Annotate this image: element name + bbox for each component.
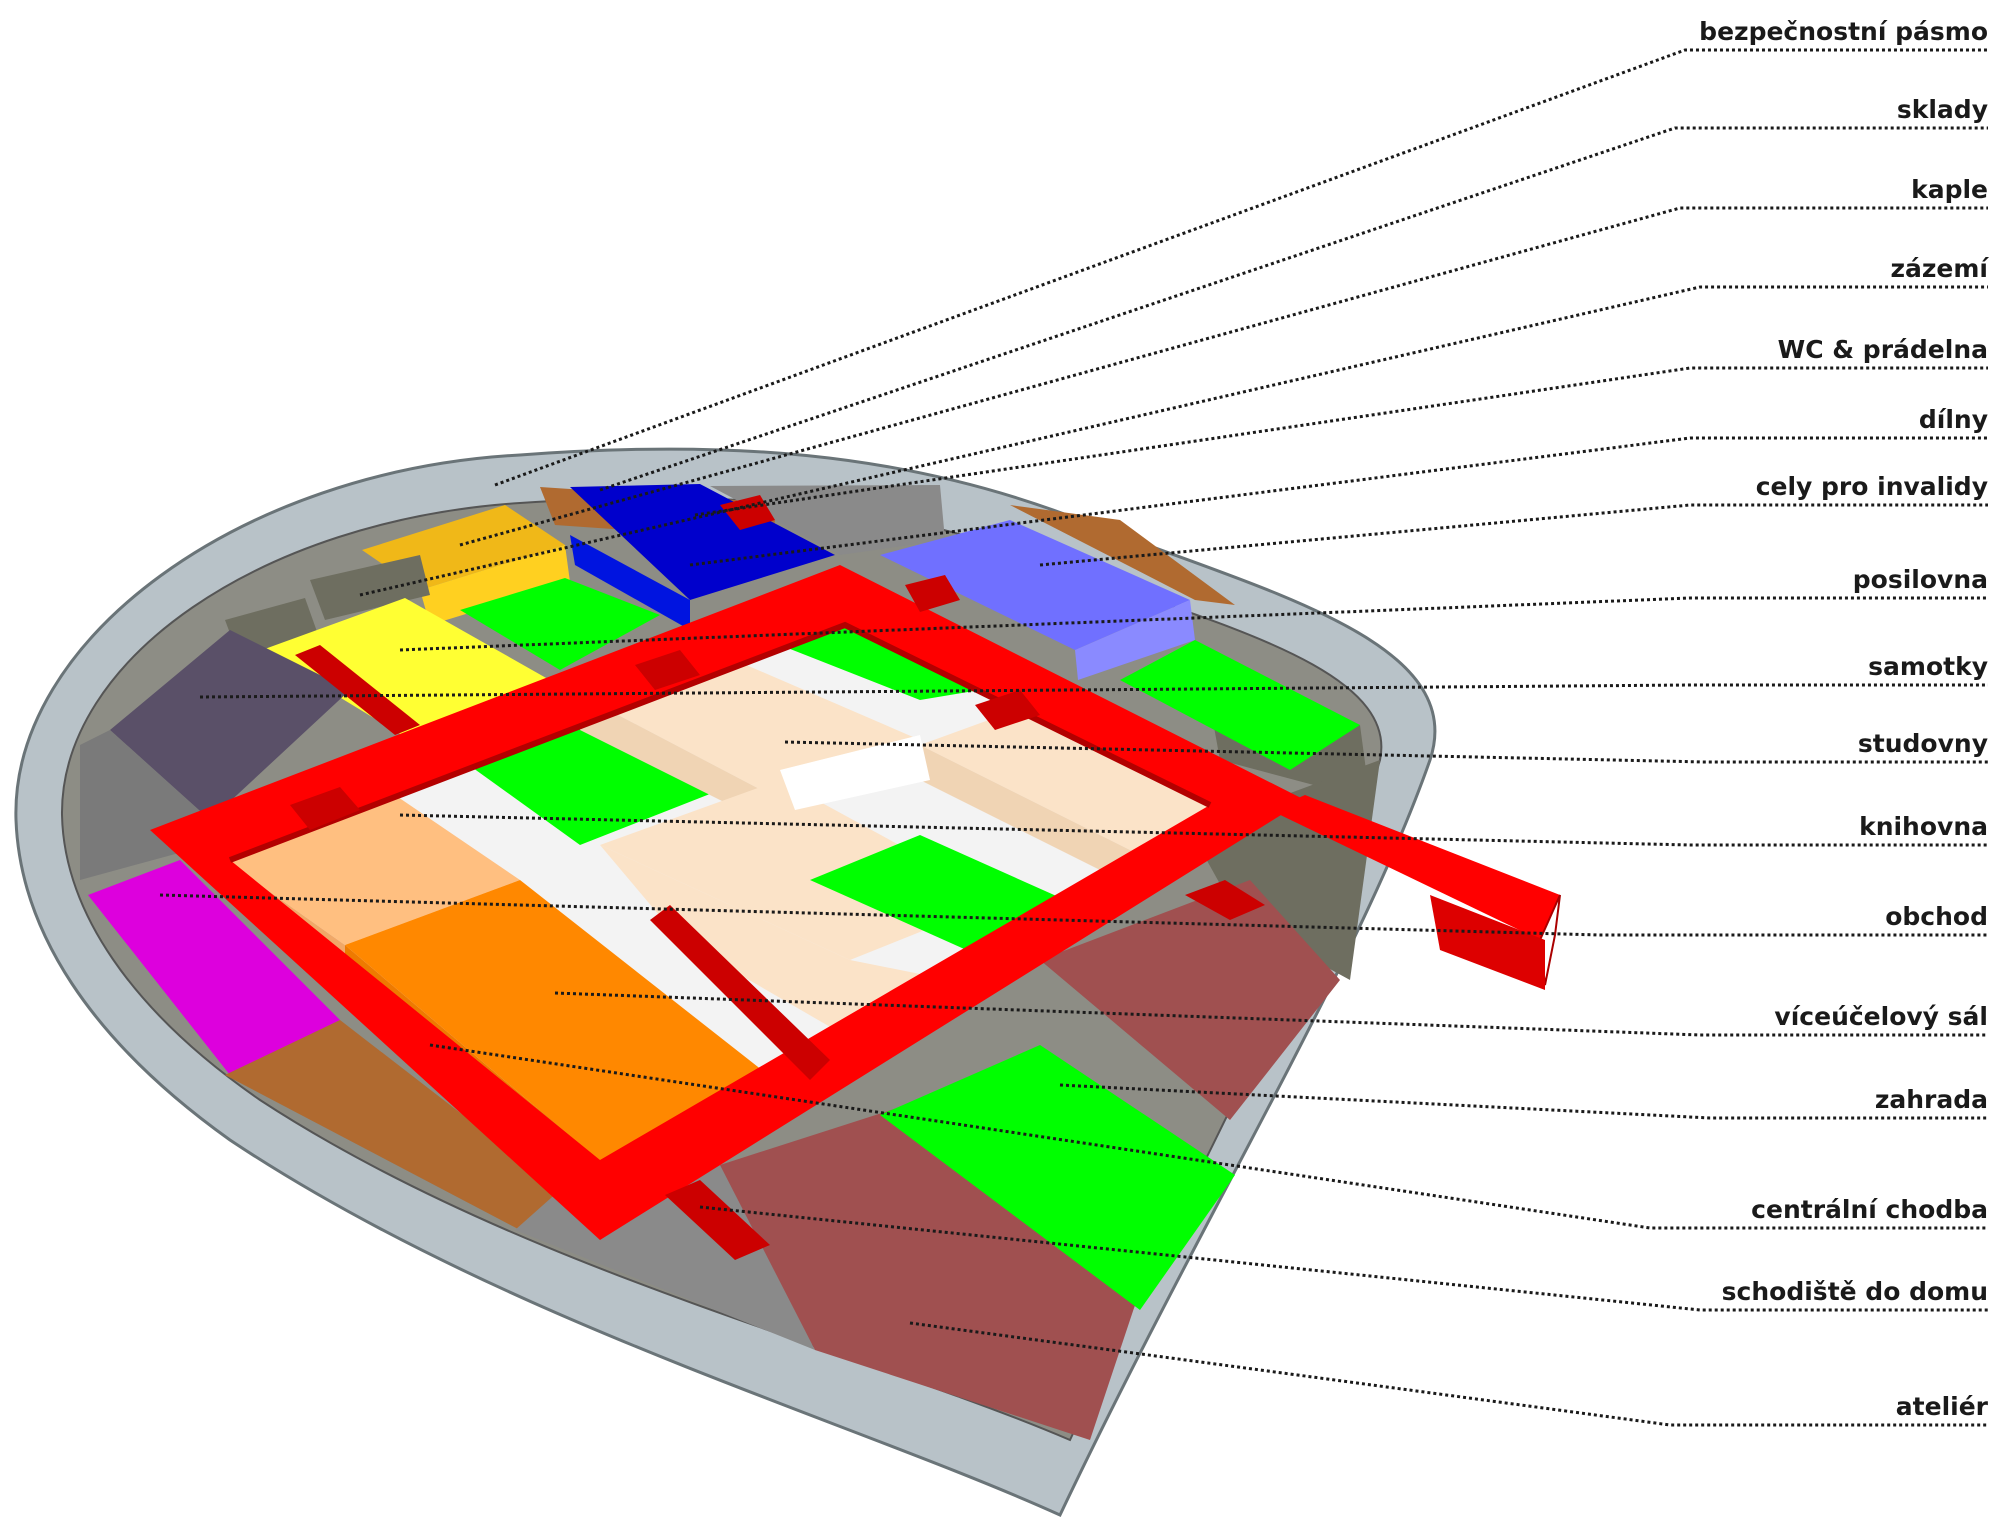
leader-lines — [159, 48, 1988, 1427]
label-viceucelovy-sal: víceúčelový sál — [1774, 1002, 1988, 1031]
leader-zahrada — [1059, 1083, 1988, 1120]
label-samotky: samotky — [1868, 652, 1988, 681]
room-garden-top-mid — [780, 612, 980, 700]
room-study-center — [780, 735, 930, 810]
leader-studovny — [784, 740, 1988, 764]
label-studovny: studovny — [1858, 729, 1988, 758]
room-study-right — [920, 705, 1250, 855]
leader-atelier — [909, 1321, 1988, 1427]
corridor-extension — [1270, 795, 1560, 940]
room-garden-top — [460, 578, 660, 670]
room-gym-front — [1075, 600, 1195, 680]
room-workshop-front — [225, 1020, 560, 1230]
label-centralni-chodba: centrální chodba — [1751, 1195, 1988, 1224]
label-kaple: kaple — [1911, 175, 1988, 204]
label-zahrada: zahrada — [1875, 1085, 1988, 1114]
room-kaple-front — [570, 535, 690, 630]
leader-knihovna — [399, 813, 1988, 847]
label-obchod: obchod — [1885, 902, 1988, 931]
stair-stub-schodiste — [665, 1180, 770, 1260]
room-hall — [345, 880, 800, 1170]
room-kaple — [570, 484, 835, 600]
corridor-ring — [150, 565, 1305, 1240]
label-atelier: ateliér — [1896, 1392, 1989, 1421]
label-sklady: sklady — [1897, 95, 1988, 124]
room-atelier-right — [1040, 880, 1340, 1120]
stair-stub-8 — [1185, 880, 1265, 920]
label-cely-pro-invalidy: cely pro invalidy — [1756, 472, 1988, 501]
room-sklady-front — [420, 545, 570, 625]
room-shop — [88, 860, 340, 1075]
leader-zazemi — [359, 285, 1988, 597]
leader-samotky — [199, 683, 1988, 699]
room-service-left — [310, 555, 430, 620]
label-schodiste-do-domu: schodiště do domu — [1722, 1277, 1988, 1306]
room-study-right-side — [920, 745, 1140, 890]
leader-kaple — [459, 206, 1988, 547]
stair-stub-3 — [635, 650, 700, 690]
room-solitary — [110, 630, 350, 820]
label-zazemi: zázemí — [1890, 254, 1989, 283]
leader-bezpecnostni-pasmo — [494, 48, 1988, 487]
room-workshop-right — [1010, 505, 1235, 605]
room-zazemi — [710, 485, 945, 555]
stair-stub-4 — [975, 690, 1040, 730]
leader-posilovna — [399, 596, 1988, 652]
leader-sklady — [599, 126, 1988, 492]
label-wc-pradelna: WC & prádelna — [1778, 335, 1988, 364]
leader-dilny — [689, 436, 1988, 567]
label-column: bezpečnostní pásmo sklady kaple zázemí WC & … — [1699, 17, 1989, 1421]
label-dilny: dílny — [1919, 405, 1988, 434]
label-posilovna: posilovna — [1853, 565, 1988, 594]
stair-stub-2 — [905, 575, 960, 612]
label-bezpecnostni-pasmo: bezpečnostní pásmo — [1699, 17, 1988, 46]
room-garden-right — [1120, 640, 1360, 770]
corridor-extension-side — [1430, 895, 1545, 990]
label-knihovna: knihovna — [1859, 812, 1988, 841]
stair-stub-6 — [650, 905, 830, 1080]
leader-obchod — [159, 893, 1988, 937]
room-gym — [880, 520, 1190, 650]
corridor-lip — [228, 621, 1212, 863]
room-garden-front — [880, 1045, 1235, 1310]
stair-stub-5 — [290, 787, 360, 830]
stair-stub-7 — [295, 645, 420, 735]
leader-cely-pro-invalidy — [1039, 503, 1988, 567]
leader-centralni-chodba — [429, 1043, 1988, 1230]
